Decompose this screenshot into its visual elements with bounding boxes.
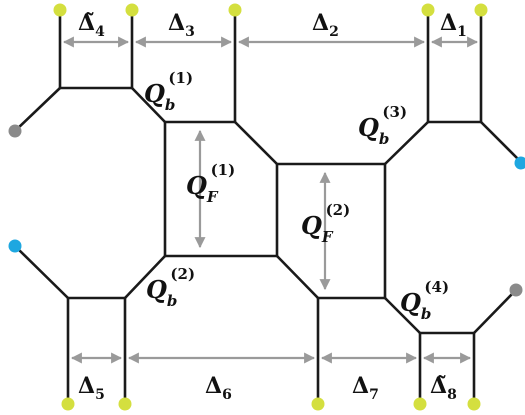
label-qf1: QF(1): [186, 161, 235, 206]
label-delta-7: Δ7: [352, 373, 379, 403]
edge: [130, 86, 167, 124]
dot-yellow: [125, 3, 139, 17]
dot-yellow: [61, 397, 75, 411]
delta-labels: Δ̃4 Δ3 Δ2 Δ1 Δ5 Δ6 Δ7 Δ̃8: [78, 10, 467, 403]
label-delta-1: Δ1: [440, 10, 467, 40]
dot-gray: [8, 124, 22, 138]
label-qb4: Qb(4): [400, 278, 449, 323]
edge: [472, 289, 517, 335]
label-qb2: Qb(2): [146, 265, 195, 310]
width-arrows: [62, 36, 479, 364]
dot-yellow: [467, 397, 481, 411]
q-labels: Qb(1) Qb(2) Qb(3) Qb(4) QF(1) QF(2): [144, 69, 449, 323]
dot-yellow: [413, 397, 427, 411]
edge: [123, 254, 167, 300]
label-delta-2: Δ2: [312, 10, 339, 40]
web-edges: [14, 10, 524, 405]
dot-cyan: [514, 156, 525, 170]
dot-gray: [509, 283, 523, 297]
label-qb1: Qb(1): [144, 69, 193, 114]
label-delta-5: Δ5: [78, 373, 105, 403]
dot-yellow: [474, 3, 488, 17]
label-delta-8: Δ̃8: [430, 373, 457, 403]
edge: [233, 120, 279, 166]
label-delta-4: Δ̃4: [78, 10, 105, 40]
label-delta-6: Δ6: [205, 373, 232, 403]
edge: [14, 86, 62, 132]
dot-yellow: [53, 3, 67, 17]
edge: [14, 245, 70, 300]
dot-yellow: [421, 3, 435, 17]
label-qf2: QF(2): [301, 201, 350, 246]
dot-cyan: [8, 239, 22, 253]
edge: [383, 296, 422, 335]
endpoint-dots: [8, 3, 525, 411]
edge: [275, 254, 320, 300]
label-qb3: Qb(3): [358, 103, 407, 148]
dot-yellow: [311, 397, 325, 411]
edge: [383, 120, 430, 166]
dot-yellow: [118, 397, 132, 411]
edge: [479, 120, 524, 165]
label-delta-3: Δ3: [168, 10, 195, 40]
dot-yellow: [228, 3, 242, 17]
